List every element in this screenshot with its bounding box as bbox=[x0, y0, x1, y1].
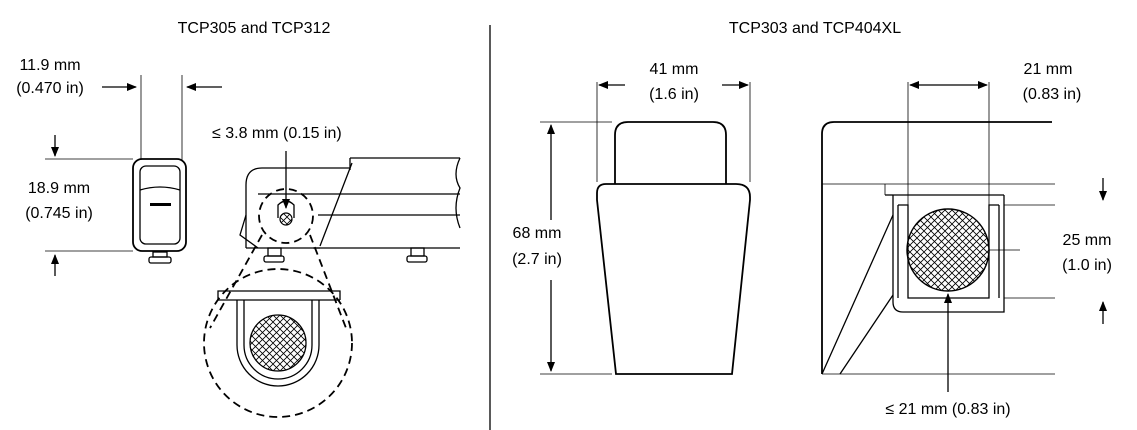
right-panel: TCP303 and TCP404XL 41 mm (1.6 in) 68 mm… bbox=[512, 20, 1112, 418]
left-width-label-in: (0.470 in) bbox=[16, 80, 84, 97]
right-jaw-width-label-in: (0.83 in) bbox=[1023, 86, 1082, 103]
right-panel-title: TCP303 and TCP404XL bbox=[729, 20, 901, 37]
right-jaw-width-label: 21 mm bbox=[1024, 61, 1073, 78]
left-height-label: 18.9 mm bbox=[28, 180, 90, 197]
right-height-label-in: (2.7 in) bbox=[512, 251, 562, 268]
large-probe-side-view bbox=[821, 81, 1107, 392]
jaw-detail-magnified bbox=[203, 268, 353, 418]
large-probe-front-view bbox=[540, 81, 751, 375]
left-panel: TCP305 and TCP312 11.9 mm (0.470 in) 18.… bbox=[16, 20, 461, 418]
left-width-label: 11.9 mm bbox=[19, 57, 80, 74]
left-panel-title: TCP305 and TCP312 bbox=[178, 20, 331, 37]
right-jaw-height-label-in: (1.0 in) bbox=[1062, 257, 1112, 274]
right-jaw-height-label: 25 mm bbox=[1063, 232, 1112, 249]
left-height-label-in: (0.745 in) bbox=[25, 205, 93, 222]
small-probe-front-view bbox=[45, 75, 222, 276]
right-width-label-in: (1.6 in) bbox=[649, 86, 699, 103]
right-width-label: 41 mm bbox=[650, 61, 699, 78]
right-conductor-label: ≤ 21 mm (0.83 in) bbox=[885, 401, 1010, 418]
right-height-label: 68 mm bbox=[513, 225, 562, 242]
left-conductor-label: ≤ 3.8 mm (0.15 in) bbox=[212, 125, 342, 142]
small-probe-side-view bbox=[209, 151, 461, 329]
